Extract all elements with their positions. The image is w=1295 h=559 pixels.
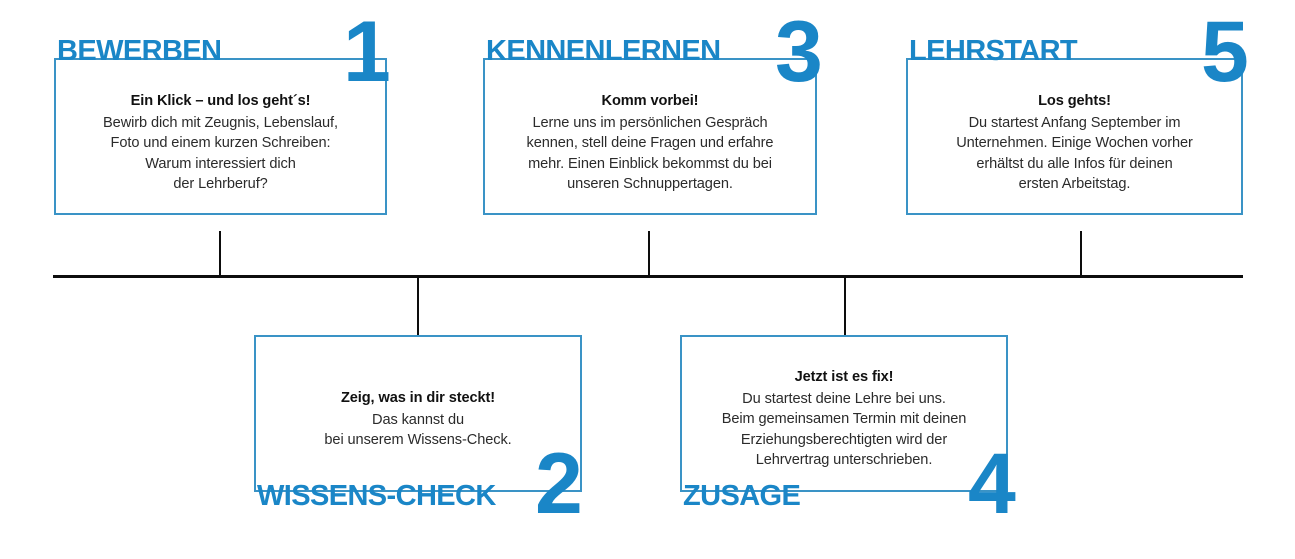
step-3-title: KENNENLERNEN <box>486 35 721 67</box>
step-5-number: 5 <box>1201 4 1249 100</box>
step-card-4[interactable]: 4 ZUSAGE Jetzt ist es fix! Du startest d… <box>680 335 1016 527</box>
step-3-line: mehr. Einen Einblick bekommst du bei <box>528 155 772 172</box>
connector-step-2 <box>417 277 419 336</box>
step-4-line: Beim gemeinsamen Termin mit deinen <box>721 411 967 427</box>
step-3-line: unseren Schnuppertagen. <box>567 176 733 192</box>
step-2-body: Zeig, was in dir steckt! Das kannst du b… <box>254 388 582 451</box>
step-2-number: 2 <box>535 436 583 532</box>
connector-step-4 <box>844 277 846 336</box>
step-3-number: 3 <box>775 4 823 100</box>
step-5-title: LEHRSTART <box>909 35 1078 67</box>
step-5-lead: Los gehts! <box>1038 93 1111 109</box>
step-2-box <box>254 335 582 492</box>
step-5-line: Du startest Anfang September im <box>968 114 1181 131</box>
step-1-title: BEWERBEN <box>57 35 222 67</box>
step-2-title: WISSENS-CHECK <box>257 480 496 512</box>
step-5-line: Unternehmen. Einige Wochen vorher <box>956 135 1193 151</box>
step-4-line: Du startest deine Lehre bei uns. <box>742 390 946 407</box>
step-1-body: Ein Klick – und los geht´s! Bewirb dich … <box>54 91 387 195</box>
step-3-box <box>483 58 817 215</box>
step-1-box <box>54 58 387 215</box>
step-4-line: Erziehungsberechtigten wird der <box>740 431 948 448</box>
step-1-line: Foto und einem kurzen Schreiben: <box>110 135 331 151</box>
connector-step-1 <box>219 231 221 277</box>
step-4-lead: Jetzt ist es fix! <box>794 369 894 385</box>
step-3-body: Komm vorbei! Lerne uns im persönlichen G… <box>483 91 817 195</box>
step-1-line: der Lehrberuf? <box>173 176 268 192</box>
step-2-line: Das kannst du <box>372 411 464 428</box>
step-2-line: bei unserem Wissens-Check. <box>324 432 512 448</box>
step-3-line: Lerne uns im persönlichen Gespräch <box>532 114 768 131</box>
step-card-1[interactable]: 1 BEWERBEN Ein Klick – und los geht´s! B… <box>54 9 391 215</box>
step-5-line: ersten Arbeitstag. <box>1018 176 1131 192</box>
connector-step-3 <box>648 231 650 277</box>
step-card-5[interactable]: 5 LEHRSTART Los gehts! Du startest Anfan… <box>906 9 1249 215</box>
step-1-line: Bewirb dich mit Zeugnis, Lebenslauf, <box>103 114 338 131</box>
step-5-line: erhältst du alle Infos für deinen <box>976 155 1173 172</box>
connector-step-5 <box>1080 231 1082 277</box>
step-card-3[interactable]: 3 KENNENLERNEN Komm vorbei! Lerne uns im… <box>483 9 823 215</box>
step-card-2[interactable]: 2 WISSENS-CHECK Zeig, was in dir steckt!… <box>254 335 583 527</box>
step-4-box <box>680 335 1008 492</box>
step-4-number: 4 <box>968 436 1016 532</box>
step-4-body: Jetzt ist es fix! Du startest deine Lehr… <box>680 367 1008 471</box>
step-1-number: 1 <box>343 4 391 100</box>
step-4-title: ZUSAGE <box>683 480 801 512</box>
step-1-lead: Ein Klick – und los geht´s! <box>130 93 311 109</box>
step-3-lead: Komm vorbei! <box>601 93 699 109</box>
step-4-line: Lehrvertrag unterschrieben. <box>755 452 933 468</box>
step-5-body: Los gehts! Du startest Anfang September … <box>906 91 1243 195</box>
step-1-line: Warum interessiert dich <box>145 155 296 172</box>
step-2-lead: Zeig, was in dir steckt! <box>340 390 496 406</box>
step-3-line: kennen, stell deine Fragen und erfahre <box>526 135 774 151</box>
step-5-box <box>906 58 1243 215</box>
